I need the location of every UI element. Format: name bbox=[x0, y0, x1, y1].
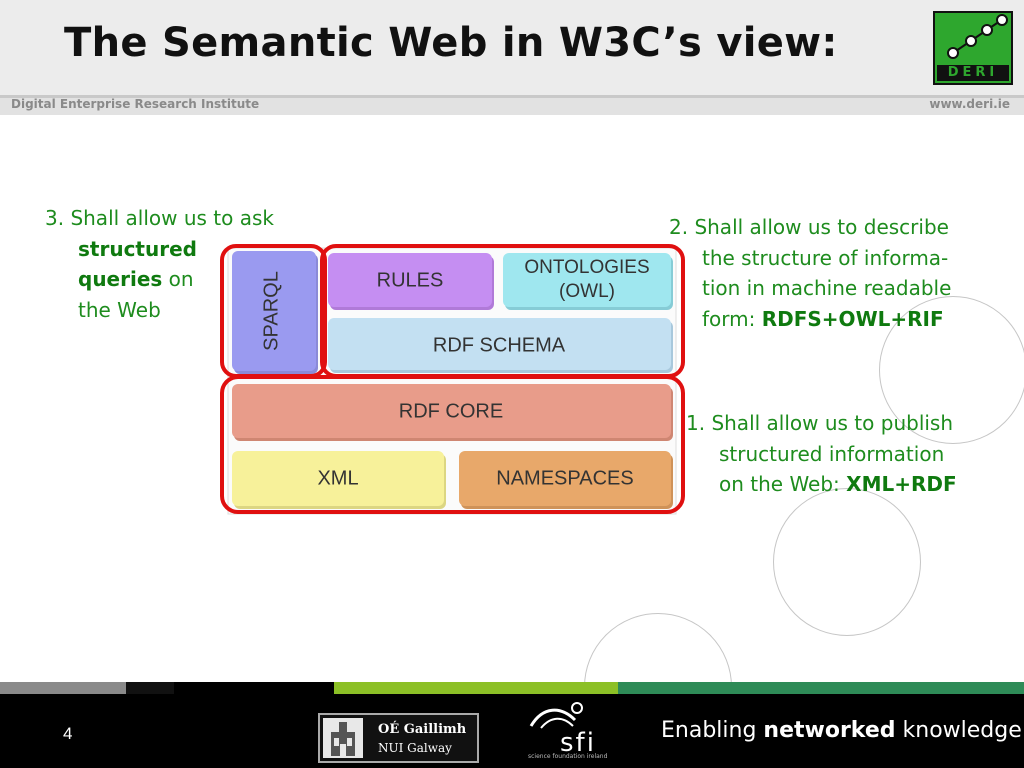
point-2-prefix: form: bbox=[702, 306, 762, 331]
deri-logo-icon bbox=[947, 14, 1008, 59]
point-2-describe: 2. Shall allow us to describe the struct… bbox=[669, 212, 951, 334]
xml-label: XML bbox=[317, 467, 358, 489]
namespaces-label: NAMESPACES bbox=[496, 467, 633, 489]
point-2-line-2: the structure of informa- bbox=[702, 245, 949, 270]
page-number: 4 bbox=[63, 724, 73, 743]
ontologies-block: ONTOLOGIES (OWL) bbox=[503, 253, 673, 310]
sfi-logo-text: sfi bbox=[560, 728, 596, 758]
galway-crest-icon bbox=[323, 718, 363, 758]
point-3-bold-1: structured bbox=[78, 236, 197, 261]
point-1-publish: 1. Shall allow us to publish structured … bbox=[686, 408, 957, 500]
decorative-circle bbox=[879, 296, 1024, 444]
point-2-line-1: 2. Shall allow us to describe bbox=[669, 215, 949, 239]
header-subbar bbox=[0, 95, 1024, 115]
point-3-line-4: the Web bbox=[78, 297, 161, 322]
sparql-label: SPARQL bbox=[260, 271, 282, 351]
namespaces-block: NAMESPACES bbox=[459, 451, 673, 509]
point-3-line-3: queries on bbox=[45, 264, 274, 295]
point-1-bold: XML+RDF bbox=[846, 472, 957, 496]
galway-name-irish: OÉ Gaillimh bbox=[378, 722, 467, 737]
decorative-circle bbox=[773, 488, 921, 636]
tagline-pre: Enabling bbox=[661, 718, 764, 743]
deri-logo: DERI bbox=[933, 11, 1013, 85]
point-1-line-3: on the Web: XML+RDF bbox=[686, 469, 957, 500]
sfi-subtitle: science foundation ireland bbox=[528, 753, 608, 760]
point-3-line-1: 3. Shall allow us to ask bbox=[45, 206, 275, 230]
point-1-prefix: on the Web: bbox=[719, 472, 847, 496]
website-url[interactable]: www.deri.ie bbox=[929, 97, 1010, 111]
point-3-after: on bbox=[162, 267, 194, 291]
footer-tagline: Enabling networked knowledge. bbox=[661, 718, 1024, 743]
sfi-swoosh-icon bbox=[529, 702, 583, 729]
point-3-line-2: structured bbox=[45, 234, 274, 265]
tagline-bold: networked bbox=[763, 718, 896, 743]
tagline-post: knowledge. bbox=[895, 718, 1024, 743]
point-1-line-2: structured information bbox=[719, 441, 945, 466]
organization-name: Digital Enterprise Research Institute bbox=[11, 97, 260, 111]
slide-header: The Semantic Web in W3C’s view: DERI bbox=[0, 0, 1024, 95]
owl-label: (OWL) bbox=[559, 281, 615, 302]
deri-logo-text: DERI bbox=[937, 65, 1009, 81]
ontologies-label: ONTOLOGIES bbox=[524, 257, 649, 278]
footer-color-strips bbox=[0, 682, 1024, 694]
xml-block: XML bbox=[232, 451, 446, 509]
rdf-schema-block: RDF SCHEMA bbox=[328, 318, 673, 373]
point-2-line-4: form: RDFS+OWL+RIF bbox=[669, 304, 951, 335]
sparql-block: SPARQL bbox=[232, 251, 318, 374]
rules-block: RULES bbox=[328, 253, 494, 310]
rdf-core-label: RDF CORE bbox=[399, 400, 503, 422]
slide-footer bbox=[0, 694, 1024, 768]
point-3-queries: 3. Shall allow us to ask structured quer… bbox=[45, 203, 274, 325]
core-highlight bbox=[220, 375, 685, 514]
point-3-bold-2: queries bbox=[78, 267, 163, 291]
rdf-schema-label: RDF SCHEMA bbox=[433, 334, 566, 356]
slide-title: The Semantic Web in W3C’s view: bbox=[64, 20, 838, 66]
rules-label: RULES bbox=[377, 269, 444, 291]
point-1-line-1: 1. Shall allow us to publish bbox=[686, 411, 954, 435]
rdf-core-block: RDF CORE bbox=[232, 384, 673, 441]
point-2-line-3: tion in machine readable bbox=[702, 276, 952, 300]
nui-galway-logo: OÉ Gaillimh NUI Galway bbox=[318, 713, 479, 763]
galway-name-english: NUI Galway bbox=[378, 741, 452, 755]
point-2-bold: RDFS+OWL+RIF bbox=[761, 306, 944, 331]
